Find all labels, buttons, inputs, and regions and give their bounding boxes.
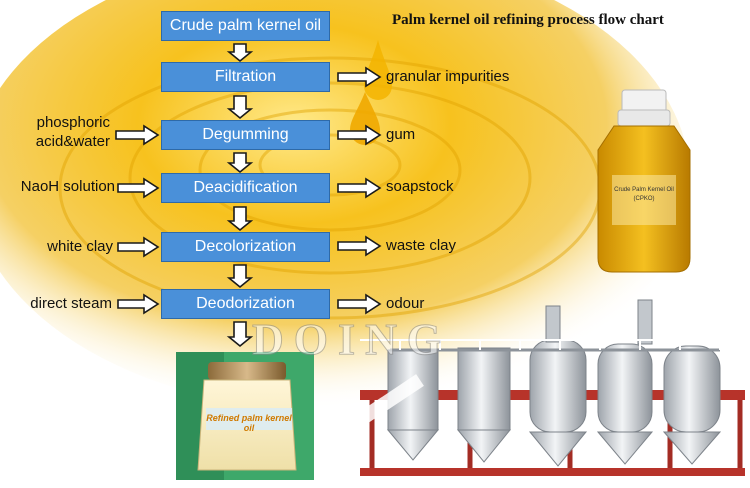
refining-plant-illustration [360, 299, 745, 476]
down-arrow-icon [226, 43, 254, 63]
down-arrow-icon [226, 95, 254, 120]
right-arrow-icon [337, 124, 382, 146]
right-arrow-icon [117, 177, 160, 199]
right-arrow-icon [337, 66, 382, 88]
right-arrow-icon [115, 124, 160, 146]
down-arrow-icon [226, 321, 254, 348]
down-arrow-icon [226, 264, 254, 289]
step-filtration: Filtration [161, 62, 330, 92]
input-white-clay: white clay [47, 238, 113, 255]
output-gum: gum [386, 126, 416, 143]
bottle-label-line1: Crude Palm Kernel Oil [614, 187, 674, 193]
step-degumming: Degumming [161, 120, 330, 150]
doing-watermark: DOING [251, 315, 452, 365]
step-deacidification: Deacidification [161, 173, 330, 203]
oil-drop-icon [364, 40, 392, 100]
chart-title: Palm kernel oil refining process flow ch… [392, 12, 664, 28]
right-arrow-icon [117, 293, 160, 315]
right-arrow-icon [337, 177, 382, 199]
step-deodorization: Deodorization [161, 289, 330, 319]
down-arrow-icon [226, 206, 254, 232]
right-arrow-icon [117, 236, 160, 258]
output-soapstock: soapstock [386, 178, 454, 195]
right-arrow-icon [337, 235, 382, 257]
output-granular-impurities: granular impurities [386, 68, 510, 85]
right-arrow-icon [337, 293, 382, 315]
step-crude-palm-kernel-oil: Crude palm kernel oil [161, 11, 330, 41]
jar-label: Refined palm kernel oil [206, 413, 292, 433]
bottle-label: Crude Palm Kernel Oil (CPKO) [612, 186, 676, 204]
bottle-label-line2: (CPKO) [633, 196, 655, 202]
input-naoh-solution: NaoH solution [20, 178, 115, 195]
cpko-bottle-illustration [597, 89, 691, 273]
step-decolorization: Decolorization [161, 232, 330, 262]
refined-oil-jar-photo [176, 352, 314, 480]
input-phosphoric-acid-water: phosphoric acid&water [35, 114, 110, 150]
down-arrow-icon [226, 152, 254, 174]
input-direct-steam: direct steam [30, 295, 112, 312]
output-odour: odour [386, 295, 425, 312]
output-waste-clay: waste clay [386, 237, 457, 254]
